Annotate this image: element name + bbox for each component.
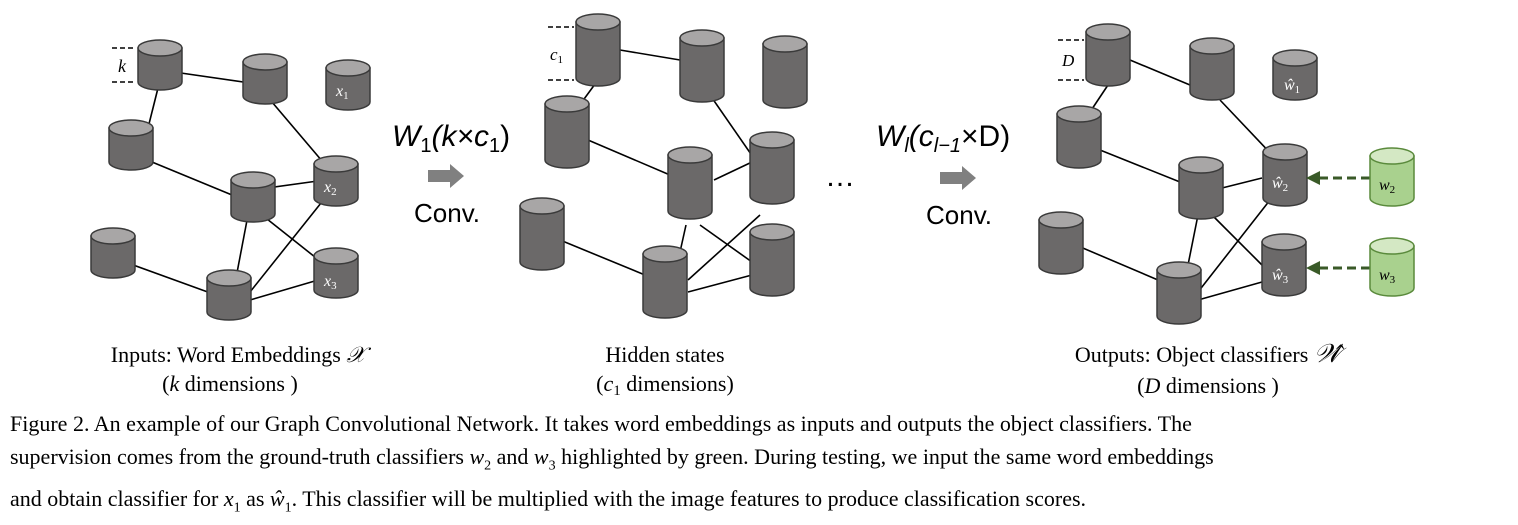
edge bbox=[1099, 149, 1181, 183]
edge bbox=[249, 197, 326, 293]
hidden-graph: c1 Hidden states (c1 dimensions) bbox=[519, 13, 808, 399]
node bbox=[749, 223, 795, 297]
edge bbox=[559, 239, 646, 276]
node bbox=[1056, 105, 1102, 169]
gcn-diagram: x1 x2 x3 k Inputs: Word Embeddings 𝒳 (k … bbox=[90, 13, 1415, 399]
edge bbox=[1197, 199, 1271, 293]
edge bbox=[249, 277, 326, 301]
arrow-right-icon bbox=[428, 164, 464, 188]
dim-marker-c1: c1 bbox=[548, 26, 574, 81]
dim-label: c1 bbox=[550, 45, 563, 66]
conv2-block: Wl(cl−1×D) Conv. bbox=[876, 120, 1010, 230]
node bbox=[1178, 156, 1224, 220]
outputs-label: Outputs: Object classifiers 𝒲̂ bbox=[1075, 339, 1347, 368]
x2-label: x2 bbox=[323, 179, 337, 198]
dim-label: k bbox=[118, 56, 127, 76]
node-x1 bbox=[325, 59, 371, 111]
hidden-label: Hidden states bbox=[605, 342, 724, 367]
gt-node-w3 bbox=[1369, 237, 1415, 297]
input-edges bbox=[113, 69, 329, 301]
node bbox=[667, 146, 713, 220]
conv1-op: Conv. bbox=[414, 198, 480, 228]
inputs-dimensions: (k dimensions ) bbox=[162, 371, 298, 396]
node bbox=[230, 171, 276, 223]
node bbox=[762, 35, 808, 109]
input-node-labels: x1 x2 x3 bbox=[323, 83, 349, 292]
node bbox=[1038, 211, 1084, 275]
caption-line-3: and obtain classifier for x1 as ŵ1. This… bbox=[10, 486, 1087, 516]
x3-label: x3 bbox=[323, 273, 337, 292]
edge bbox=[1211, 214, 1263, 266]
conv1-block: W1(k×c1) Conv. bbox=[392, 120, 510, 228]
node bbox=[108, 119, 154, 171]
node bbox=[519, 197, 565, 271]
ground-truth-nodes: w2 w3 bbox=[1369, 147, 1415, 297]
node bbox=[206, 269, 252, 321]
arrow-right-icon bbox=[940, 166, 976, 190]
inputs-label: Inputs: Word Embeddings 𝒳 bbox=[111, 342, 372, 367]
x1-label: x1 bbox=[335, 83, 349, 102]
w2-hat-label: ŵ2 bbox=[1272, 175, 1288, 194]
node bbox=[90, 227, 136, 279]
input-graph: x1 x2 x3 k Inputs: Word Embeddings 𝒳 (k … bbox=[90, 39, 372, 396]
ellipsis: … bbox=[825, 160, 855, 193]
conv2-op: Conv. bbox=[926, 200, 992, 230]
w3-hat-label: ŵ3 bbox=[1272, 267, 1289, 286]
edge bbox=[1197, 281, 1263, 301]
node bbox=[544, 95, 590, 169]
node bbox=[1189, 37, 1235, 101]
edge bbox=[687, 214, 761, 281]
edge bbox=[679, 224, 687, 253]
edge bbox=[713, 161, 753, 181]
hidden-nodes bbox=[519, 13, 808, 319]
w1-hat-label: ŵ1 bbox=[1284, 77, 1300, 96]
hidden-dimensions: (c1 dimensions) bbox=[596, 371, 734, 399]
figure-caption: Figure 2. An example of our Graph Convol… bbox=[10, 407, 1510, 525]
edge bbox=[235, 214, 249, 279]
dim-marker-k: k bbox=[112, 47, 136, 83]
edge bbox=[1221, 177, 1263, 189]
edge bbox=[587, 139, 671, 176]
dim-marker-d: D bbox=[1058, 39, 1084, 81]
caption-line-1: Figure 2. An example of our Graph Convol… bbox=[10, 411, 1192, 436]
w3-label: w3 bbox=[1379, 267, 1396, 286]
node bbox=[749, 131, 795, 205]
node bbox=[1085, 23, 1131, 87]
edge bbox=[619, 49, 681, 61]
node bbox=[575, 13, 621, 87]
dim-label: D bbox=[1061, 51, 1075, 70]
output-node-labels: ŵ1 ŵ2 ŵ3 bbox=[1272, 77, 1300, 286]
outputs-dimensions: (D dimensions ) bbox=[1137, 373, 1279, 398]
arrow-left-icon bbox=[1306, 171, 1320, 185]
node-w3-hat bbox=[1261, 233, 1307, 297]
supervision-arrows bbox=[1306, 171, 1370, 275]
conv1-weight: W1(k×c1) bbox=[392, 120, 510, 157]
arrow-left-icon bbox=[1306, 261, 1320, 275]
output-graph: ŵ1 ŵ2 ŵ3 D w2 w3 Outputs: Object classif… bbox=[1038, 23, 1415, 398]
node bbox=[137, 39, 183, 91]
edge bbox=[687, 274, 753, 293]
edge bbox=[699, 224, 753, 263]
edge bbox=[1129, 59, 1191, 86]
edge bbox=[1187, 214, 1199, 266]
node-w2-hat bbox=[1262, 143, 1308, 207]
node bbox=[242, 53, 288, 105]
node-x2 bbox=[313, 155, 359, 207]
conv2-weight: Wl(cl−1×D) bbox=[876, 120, 1010, 157]
node bbox=[679, 29, 725, 103]
gt-node-w2 bbox=[1369, 147, 1415, 207]
node bbox=[642, 245, 688, 319]
edge bbox=[265, 94, 329, 169]
caption-line-2: supervision comes from the ground-truth … bbox=[10, 444, 1214, 474]
node bbox=[1156, 261, 1202, 325]
w2-label: w2 bbox=[1379, 177, 1395, 196]
